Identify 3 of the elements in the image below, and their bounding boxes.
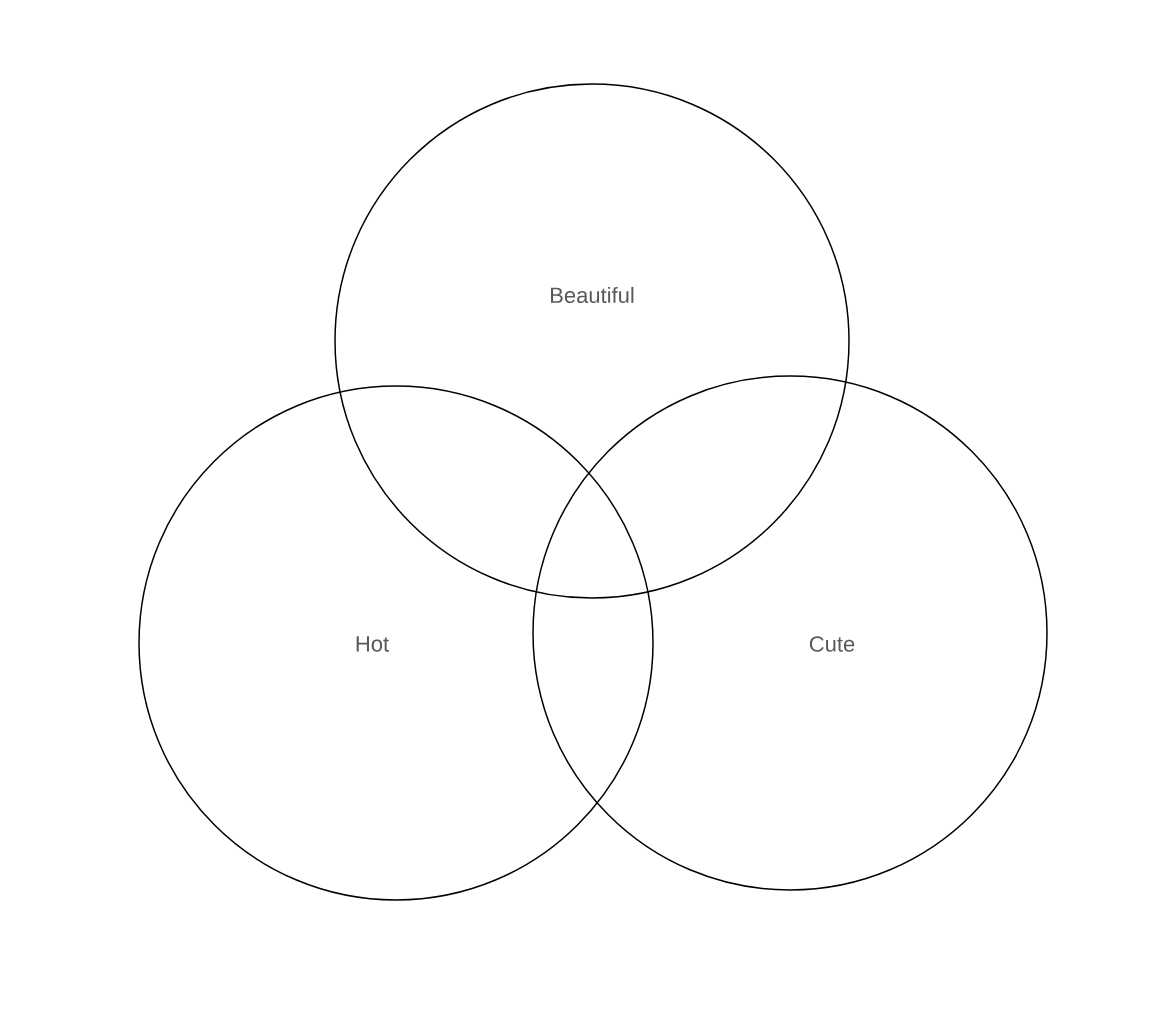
circle-label: Beautiful (551, 286, 634, 304)
circle-label: Cute (809, 636, 855, 652)
circle-label: Hot (356, 636, 389, 652)
